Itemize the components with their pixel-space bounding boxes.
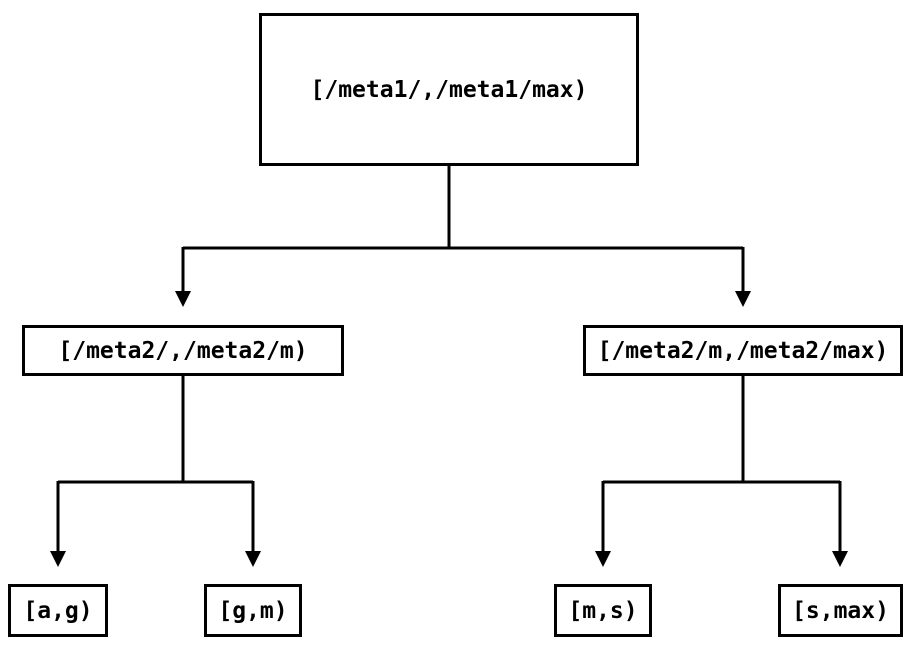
arrowhead-left-icon bbox=[175, 291, 191, 307]
node-leaf-s-max: [s,max) bbox=[778, 584, 903, 637]
node-leaf-a-g: [a,g) bbox=[8, 584, 108, 637]
node-meta2-right-interval: [/meta2/m,/meta2/max) bbox=[583, 325, 903, 376]
node-root-interval: [/meta1/,/meta1/max) bbox=[259, 13, 639, 166]
arrowhead-ms-icon bbox=[595, 551, 611, 567]
node-meta2-left-interval: [/meta2/,/meta2/m) bbox=[22, 325, 344, 376]
arrowhead-ag-icon bbox=[50, 551, 66, 567]
arrowhead-right-icon bbox=[735, 291, 751, 307]
node-leaf-g-m: [g,m) bbox=[204, 584, 302, 637]
arrowhead-gm-icon bbox=[245, 551, 261, 567]
node-leaf-m-s: [m,s) bbox=[554, 584, 652, 637]
arrowhead-smax-icon bbox=[832, 551, 848, 567]
